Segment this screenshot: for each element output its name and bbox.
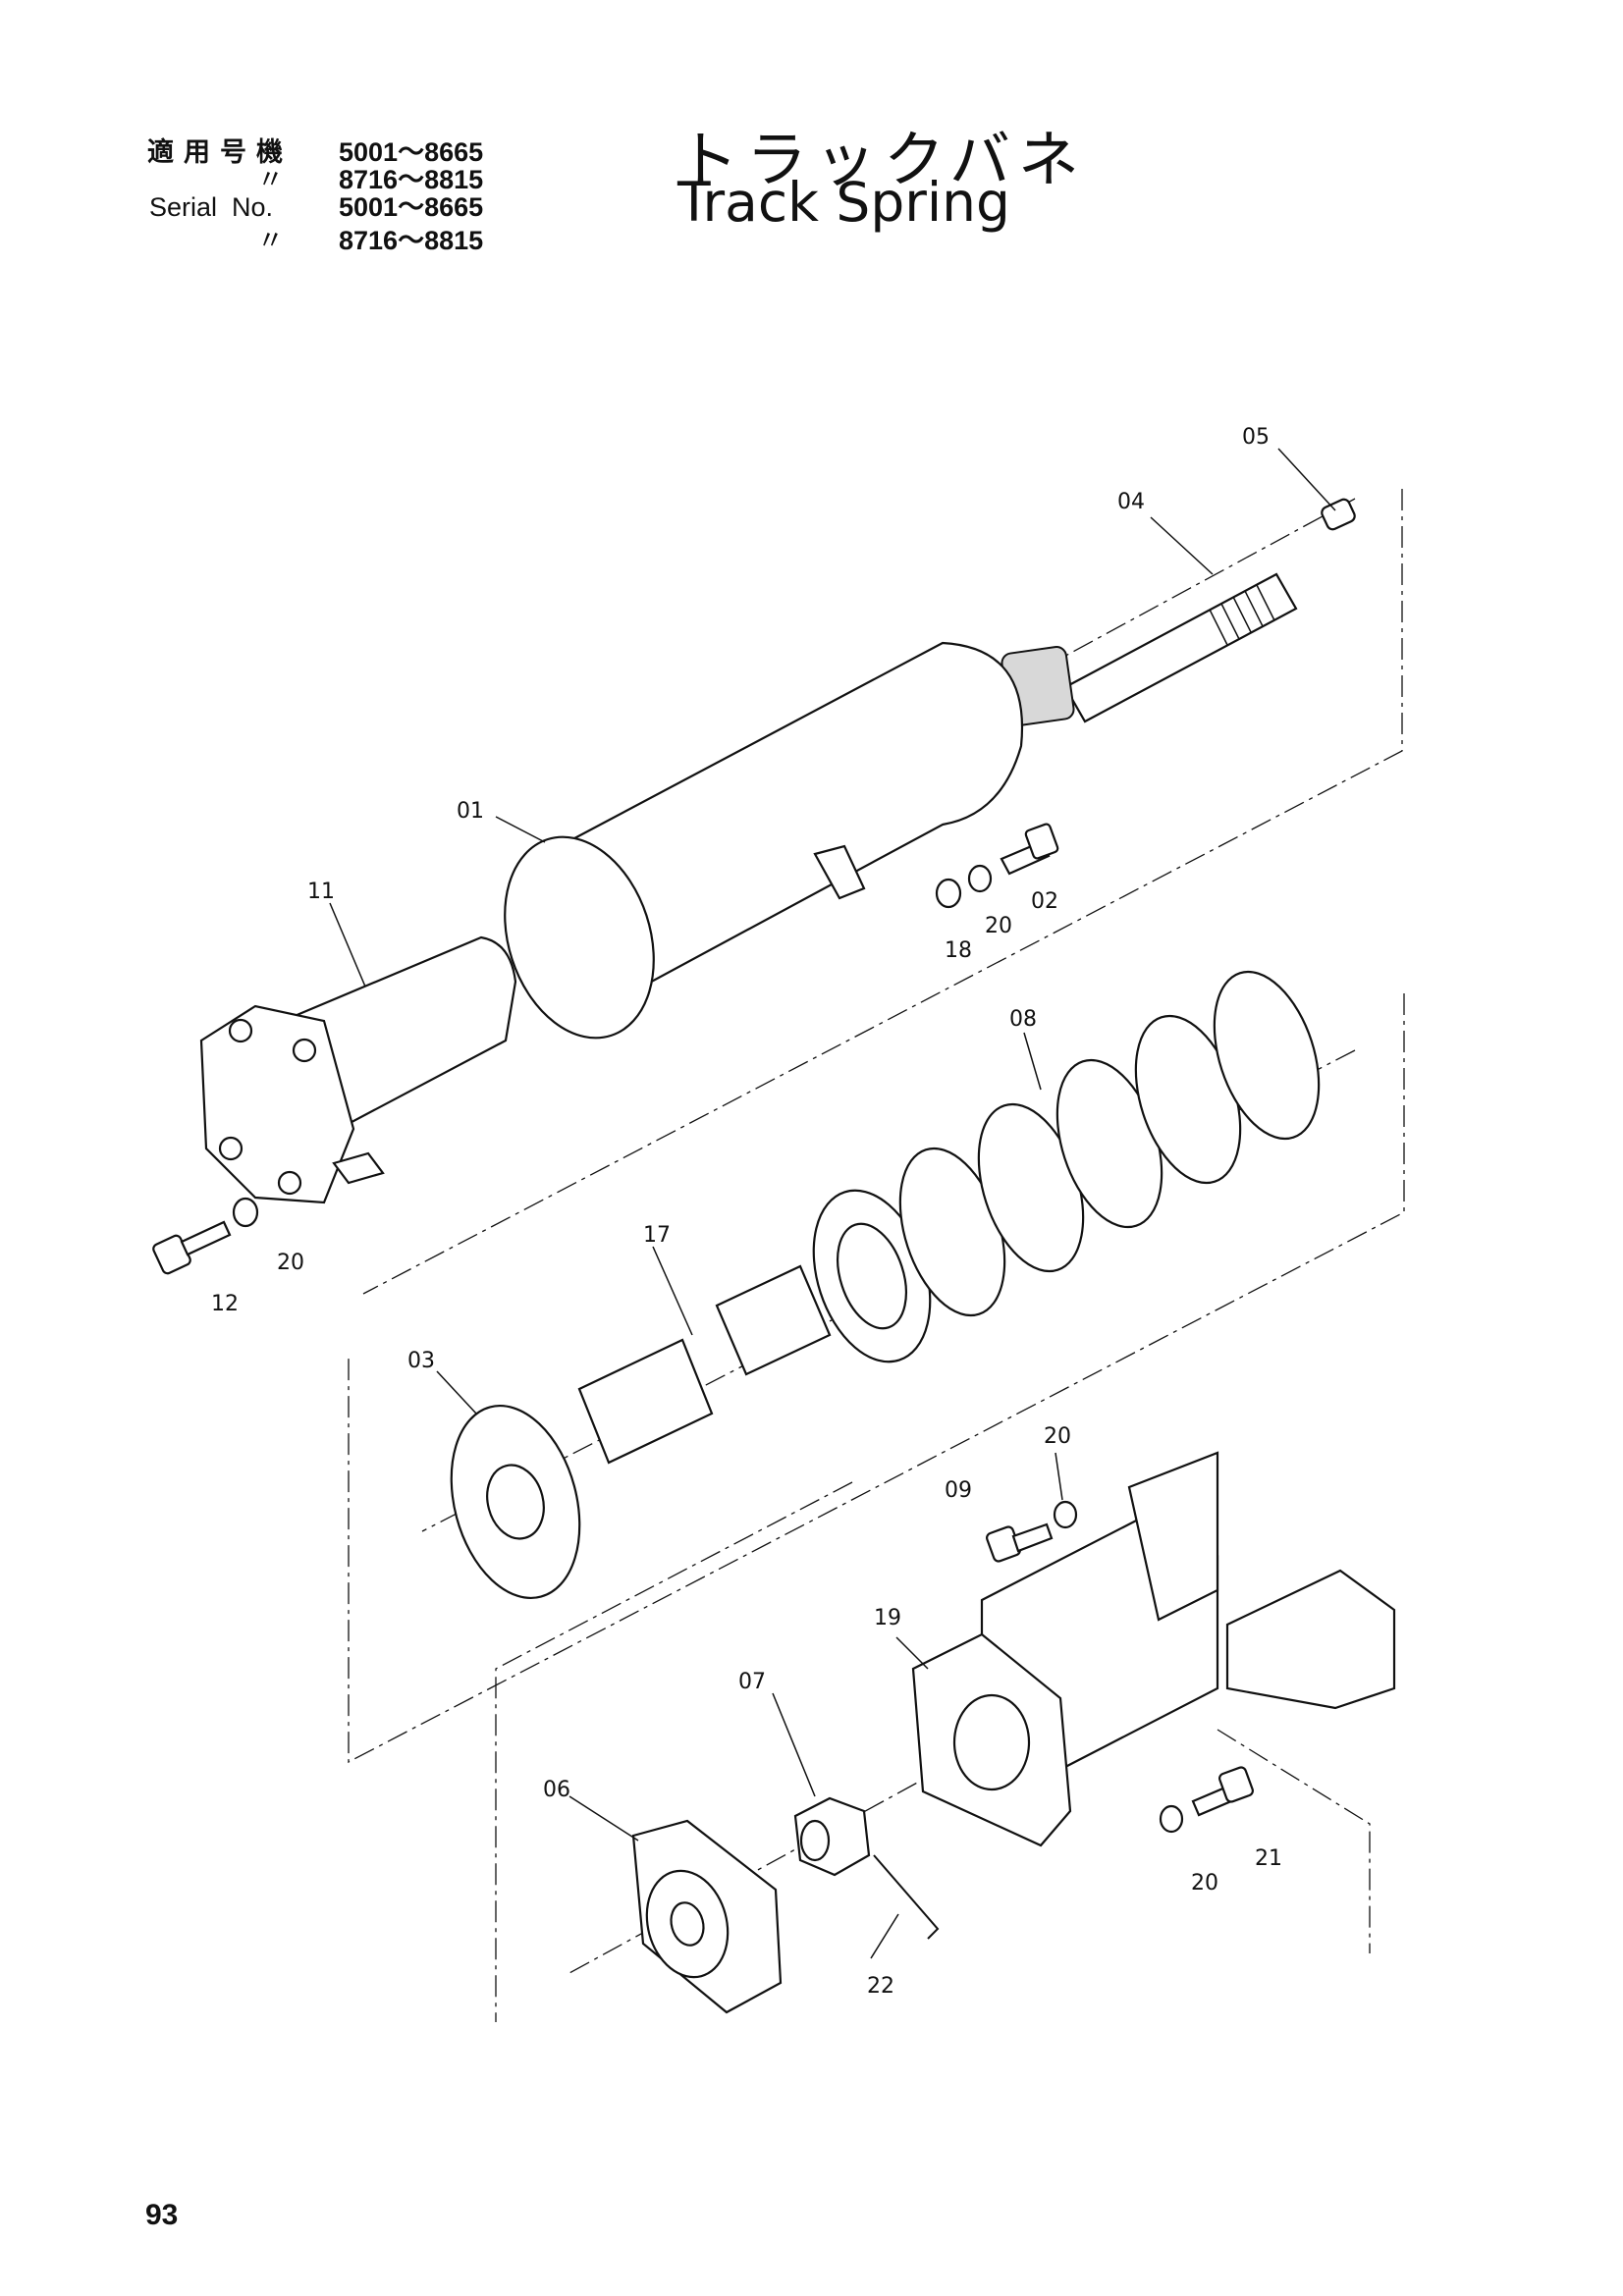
frame-upper xyxy=(362,489,1403,1295)
ditto-mark-2: 〃 xyxy=(257,226,284,255)
applicable-label: 適用号機 xyxy=(147,137,293,167)
callout-18: 18 xyxy=(945,938,972,963)
frame-middle xyxy=(348,993,1405,1764)
part-06-cover xyxy=(631,1819,783,2014)
callout-20-right: 20 xyxy=(1044,1424,1071,1449)
callout-02: 02 xyxy=(1031,889,1058,914)
callout-03: 03 xyxy=(407,1349,435,1373)
callout-07: 07 xyxy=(738,1670,766,1694)
applicable-range-2: 8716～8815 xyxy=(339,165,484,194)
serial-label: Serial No. xyxy=(149,192,274,222)
part-09-bolt xyxy=(986,1522,1054,1563)
callout-09: 09 xyxy=(945,1478,972,1503)
title-japanese: トラックバネ xyxy=(677,124,1087,195)
callout-19: 19 xyxy=(874,1606,901,1630)
callout-08: 08 xyxy=(1009,1007,1037,1032)
part-01-cylinder xyxy=(504,641,1024,1040)
ditto-mark-1: 〃 xyxy=(257,165,284,194)
part-18-washer xyxy=(935,878,962,909)
part-21-bolt xyxy=(1191,1766,1254,1817)
part-07-nut xyxy=(793,1796,871,1877)
callout-01: 01 xyxy=(457,799,484,824)
callout-06: 06 xyxy=(543,1778,570,1802)
callout-20-left: 20 xyxy=(277,1251,304,1275)
part-17-spacer xyxy=(577,1264,832,1465)
leader-lines xyxy=(329,448,1336,1959)
callout-20-upper: 20 xyxy=(985,914,1012,938)
page-number: 93 xyxy=(145,2199,179,2231)
frame-lower-right xyxy=(1217,1729,1371,1953)
part-05-pin xyxy=(1321,498,1356,531)
part-19-bracket xyxy=(911,1451,1396,1847)
callout-11: 11 xyxy=(307,880,335,904)
part-04-rod xyxy=(1001,572,1298,726)
title-english: Track Spring xyxy=(677,171,1010,234)
callout-21: 21 xyxy=(1255,1846,1282,1871)
applicable-range-1: 5001～8665 xyxy=(339,137,484,167)
part-12-bolt xyxy=(152,1220,232,1275)
callout-05: 05 xyxy=(1242,425,1270,450)
callout-12: 12 xyxy=(211,1292,239,1316)
part-20-washer-b xyxy=(232,1197,259,1228)
part-03-flange xyxy=(450,1404,581,1600)
callout-17: 17 xyxy=(643,1223,671,1248)
part-20-washer-d xyxy=(1159,1804,1184,1834)
serial-range-1: 5001～8665 xyxy=(339,192,484,222)
axis-lower xyxy=(568,1746,983,1974)
serial-range-2: 8716～8815 xyxy=(339,226,484,255)
part-20-washer-a xyxy=(967,864,993,893)
callout-04: 04 xyxy=(1117,490,1145,514)
part-20-washer-c xyxy=(1053,1500,1078,1529)
part-11-cylinder-assembly xyxy=(199,935,517,1204)
part-22-cotter-pin xyxy=(873,1854,940,1940)
frame-lower xyxy=(495,1481,853,2022)
part-08-spring xyxy=(812,970,1321,1363)
part-02-bolt xyxy=(1000,823,1059,876)
callout-22: 22 xyxy=(867,1974,894,1999)
callout-20-lower: 20 xyxy=(1191,1871,1218,1896)
